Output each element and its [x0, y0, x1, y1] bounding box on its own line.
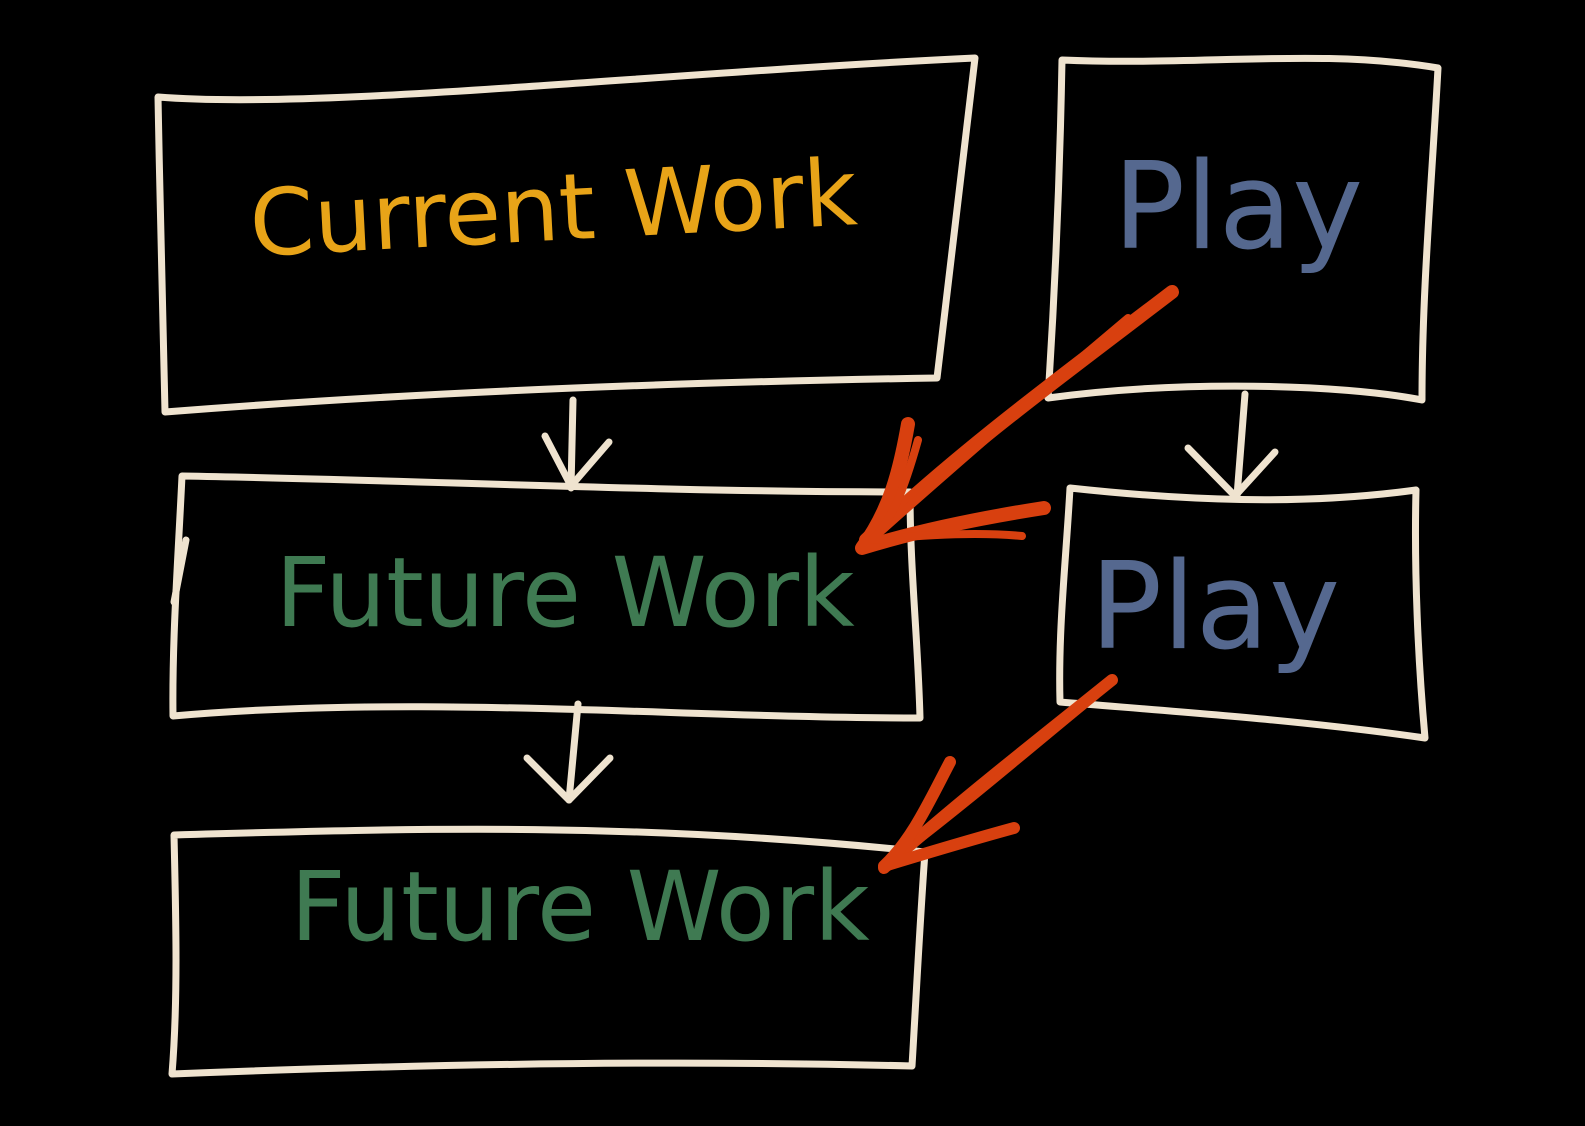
arrowhead-icon: [523, 754, 614, 804]
influence-arrow-line: [892, 692, 1100, 862]
node-future-work-2: Future Work: [168, 825, 929, 1078]
future-work-2-box: [168, 825, 929, 1078]
arrowhead-icon: [1184, 444, 1279, 500]
edge-play-1-to-play-2: [1184, 390, 1279, 500]
node-play-1: Play: [1044, 54, 1442, 404]
influence-arrow-line: [874, 314, 1132, 538]
node-play-2: Play: [1056, 484, 1429, 742]
edge-future-1-to-future-2: [523, 700, 614, 804]
current-work-box: [154, 54, 979, 416]
arrowhead-icon: [878, 756, 1020, 872]
play-1-label: Play: [1113, 138, 1363, 277]
connector-line: [1233, 390, 1249, 500]
edge-play-1-to-future-1: [855, 285, 1179, 555]
future-work-2-label: Future Work: [290, 851, 870, 963]
connector-line: [567, 396, 577, 492]
future-work-1-label: Future Work: [275, 537, 855, 649]
edge-current-to-future-1: [541, 396, 613, 492]
play-1-box: [1044, 54, 1442, 404]
edge-play-2-to-future-2: [878, 674, 1118, 874]
play-2-box: [1056, 484, 1429, 742]
arrowhead-icon: [868, 436, 1026, 544]
arrowhead-icon: [541, 432, 613, 490]
connector-line: [565, 700, 582, 804]
play-2-label: Play: [1090, 538, 1340, 677]
arrowhead-icon: [855, 417, 1051, 555]
